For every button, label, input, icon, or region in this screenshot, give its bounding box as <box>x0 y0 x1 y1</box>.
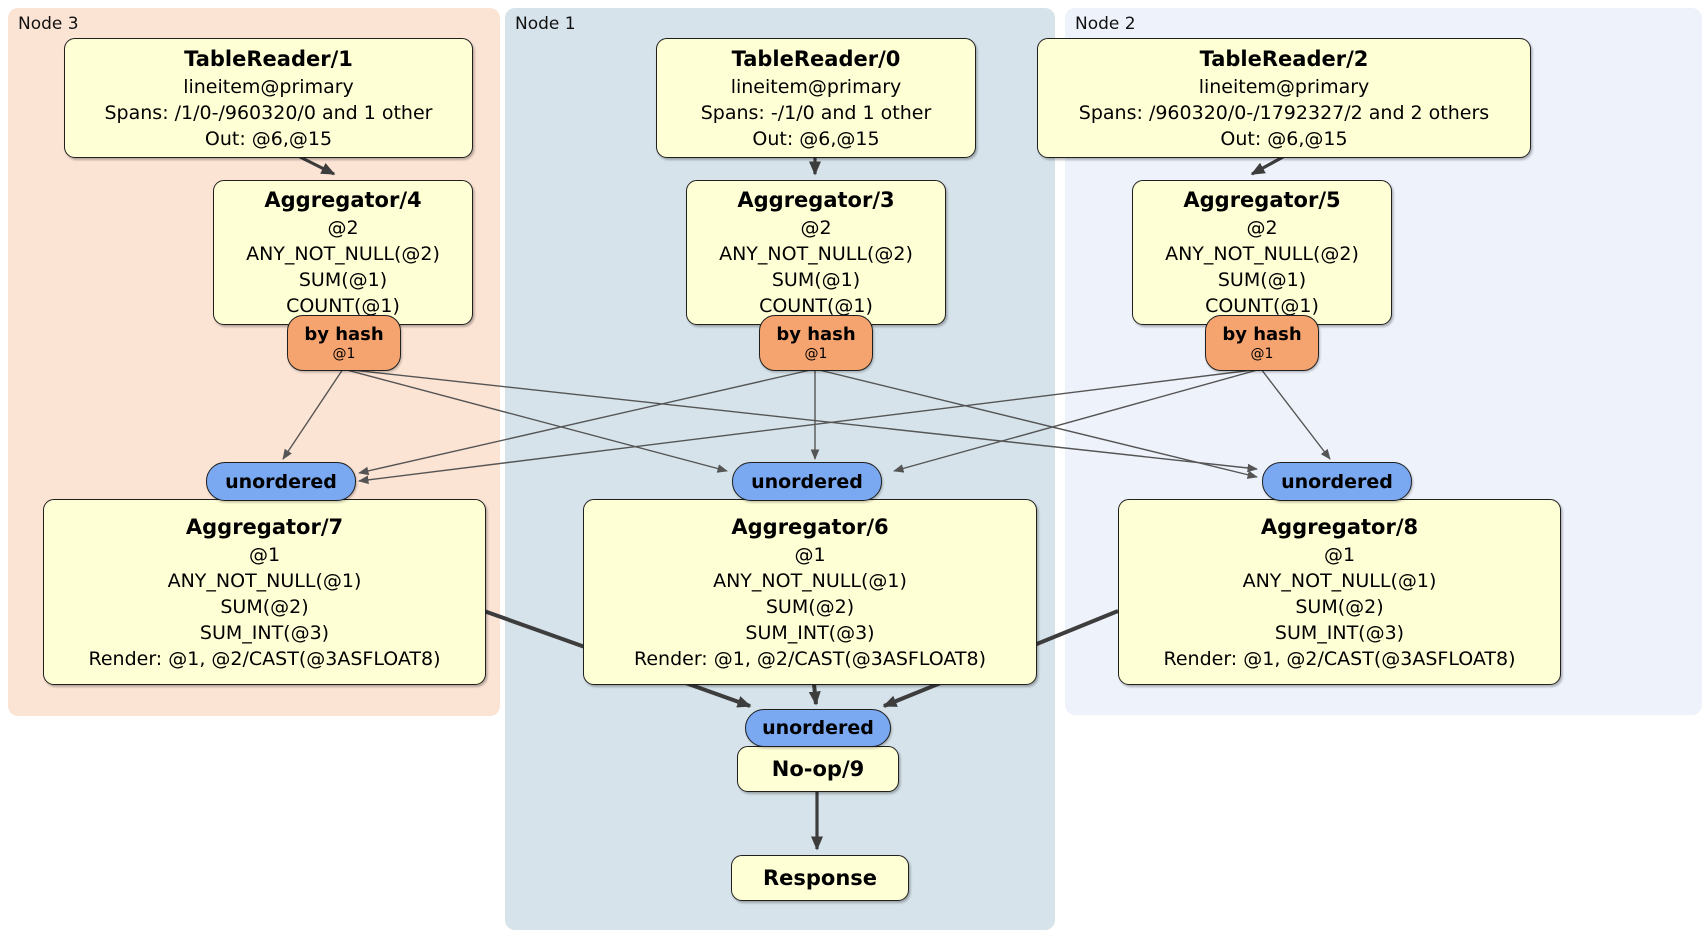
noop-9-box: No-op/9 <box>737 746 899 792</box>
processor-detail: ANY_NOT_NULL(@2) <box>719 243 913 265</box>
edge-router3-sync3 <box>282 368 344 460</box>
processor-detail: @1 <box>1323 543 1356 566</box>
router-by-hash-node2: by hash @1 <box>1205 315 1319 371</box>
node2-label: Node 2 <box>1075 14 1136 34</box>
processor-detail: COUNT(@1) <box>286 295 400 317</box>
sync-unordered-node1: unordered <box>732 462 882 501</box>
edge-router3-sync2 <box>342 368 1258 473</box>
tablereader-0-box: TableReader/0 lineitem@primary Spans: -/… <box>656 38 976 158</box>
node1-label: Node 1 <box>515 14 576 34</box>
aggregator-8-box: Aggregator/8 @1 ANY_NOT_NULL(@1) SUM(@2)… <box>1118 499 1561 685</box>
processor-detail: Spans: /1/0-/960320/0 and 1 other <box>104 101 433 124</box>
processor-detail: SUM(@1) <box>298 269 388 291</box>
edge-aggregator6-outputsync <box>808 683 821 706</box>
processor-detail: Render: @1, @2/CAST(@3ASFLOAT8) <box>88 647 441 670</box>
processor-title: TableReader/2 <box>1199 46 1369 71</box>
processor-detail: Out: @6,@15 <box>204 127 333 150</box>
processor-detail: Spans: /960320/0-/1792327/2 and 2 others <box>1078 101 1490 124</box>
processor-detail: SUM_INT(@3) <box>199 621 330 644</box>
processor-title: TableReader/1 <box>184 46 353 71</box>
processor-title: Response <box>762 865 878 890</box>
aggregator-5-box: Aggregator/5 @2 ANY_NOT_NULL(@2) SUM(@1)… <box>1132 180 1392 325</box>
sync-label: unordered <box>1281 470 1393 493</box>
router-by-hash-node3: by hash @1 <box>287 315 401 371</box>
processor-detail: Render: @1, @2/CAST(@3ASFLOAT8) <box>1163 647 1516 670</box>
processor-title: Aggregator/3 <box>737 188 895 212</box>
sync-label: unordered <box>225 470 337 493</box>
processor-detail: lineitem@primary <box>183 75 354 98</box>
processor-detail: SUM(@2) <box>1295 595 1384 618</box>
processor-detail: Out: @6,@15 <box>752 127 880 150</box>
router-label: by hash <box>776 323 856 345</box>
router-detail: @1 <box>332 345 356 362</box>
aggregator-3-box: Aggregator/3 @2 ANY_NOT_NULL(@2) SUM(@1)… <box>686 180 946 325</box>
processor-detail: ANY_NOT_NULL(@2) <box>246 243 440 265</box>
processor-detail: ANY_NOT_NULL(@1) <box>1242 569 1437 592</box>
router-detail: @1 <box>1250 345 1274 362</box>
processor-detail: SUM_INT(@3) <box>1274 621 1405 644</box>
processor-detail: @2 <box>800 217 832 239</box>
processor-detail: @1 <box>248 543 281 566</box>
edge-tablereader1-aggregator4 <box>299 155 336 176</box>
aggregator-4-box: Aggregator/4 @2 ANY_NOT_NULL(@2) SUM(@1)… <box>213 180 473 325</box>
sync-unordered-output: unordered <box>745 709 891 747</box>
processor-detail: COUNT(@1) <box>1205 295 1319 317</box>
processor-detail: lineitem@primary <box>1198 75 1370 98</box>
response-box: Response <box>731 855 909 901</box>
edge-router1-sync2 <box>814 368 1258 479</box>
processor-detail: SUM_INT(@3) <box>745 621 875 644</box>
node3-label: Node 3 <box>18 14 79 34</box>
processor-detail: Render: @1, @2/CAST(@3ASFLOAT8) <box>634 647 986 670</box>
router-label: by hash <box>1222 323 1302 345</box>
processor-detail: ANY_NOT_NULL(@2) <box>1165 243 1359 265</box>
processor-detail: SUM(@2) <box>765 595 855 618</box>
processor-title: Aggregator/6 <box>731 514 889 539</box>
edge-router1-sync3 <box>358 368 816 476</box>
processor-detail: Out: @6,@15 <box>1220 127 1348 150</box>
tablereader-2-box: TableReader/2 lineitem@primary Spans: /9… <box>1037 38 1531 158</box>
processor-detail: @1 <box>794 543 826 566</box>
aggregator-7-box: Aggregator/7 @1 ANY_NOT_NULL(@1) SUM(@2)… <box>43 499 486 685</box>
router-by-hash-node1: by hash @1 <box>759 315 873 371</box>
processor-detail: SUM(@1) <box>771 269 861 291</box>
router-label: by hash <box>304 323 384 345</box>
processor-title: Aggregator/5 <box>1183 188 1341 212</box>
processor-detail: COUNT(@1) <box>759 295 873 317</box>
processor-detail: SUM(@1) <box>1217 269 1307 291</box>
tablereader-1-box: TableReader/1 lineitem@primary Spans: /1… <box>64 38 473 158</box>
processor-detail: lineitem@primary <box>730 75 902 98</box>
sync-unordered-node2: unordered <box>1262 462 1412 501</box>
processor-detail: @2 <box>1246 217 1278 239</box>
edge-router2-sync2 <box>1260 368 1331 460</box>
sync-unordered-node3: unordered <box>206 462 356 501</box>
sync-label: unordered <box>762 717 874 739</box>
router-detail: @1 <box>804 345 828 362</box>
edge-router2-sync3 <box>358 368 1262 485</box>
processor-detail: @2 <box>327 217 359 239</box>
processor-detail: ANY_NOT_NULL(@1) <box>713 569 907 592</box>
processor-detail: Spans: -/1/0 and 1 other <box>700 101 932 124</box>
edge-tablereader2-aggregator5 <box>1250 155 1284 176</box>
processor-title: Aggregator/4 <box>264 188 422 212</box>
sync-label: unordered <box>751 470 863 493</box>
processor-title: Aggregator/8 <box>1260 514 1419 539</box>
processor-detail: ANY_NOT_NULL(@1) <box>167 569 362 592</box>
aggregator-6-box: Aggregator/6 @1 ANY_NOT_NULL(@1) SUM(@2)… <box>583 499 1037 685</box>
processor-title: Aggregator/7 <box>185 514 344 539</box>
edge-router3-sync1 <box>342 368 728 473</box>
processor-detail: SUM(@2) <box>220 595 309 618</box>
processor-title: TableReader/0 <box>731 46 901 71</box>
processor-title: No-op/9 <box>771 756 865 781</box>
edge-router2-sync1 <box>893 368 1262 473</box>
